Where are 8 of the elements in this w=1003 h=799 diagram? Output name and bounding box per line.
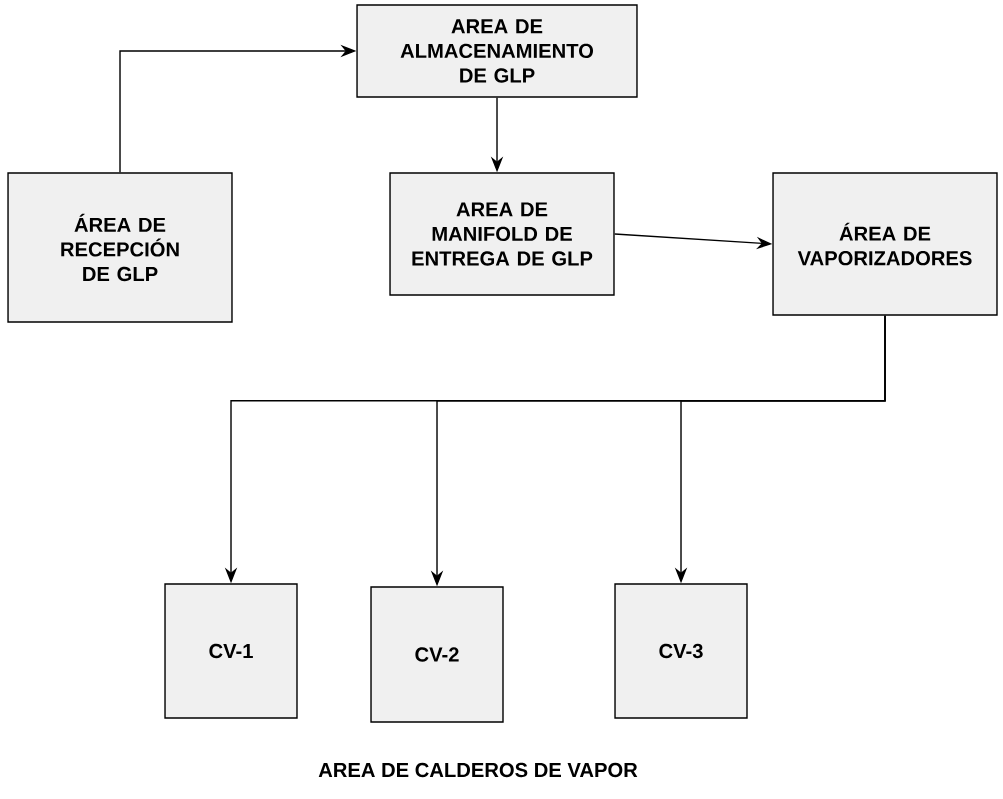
process-box: ÁREA DE VAPORIZADORES	[772, 172, 998, 316]
process-box: AREA DE ALMACENAMIENTO DE GLP	[356, 4, 638, 98]
process-box: CV-2	[370, 586, 504, 723]
group-caption: AREA DE CALDEROS DE VAPOR	[318, 762, 638, 778]
process-box: ÁREA DE RECEPCIÓN DE GLP	[7, 172, 233, 323]
process-box: CV-1	[164, 583, 298, 719]
process-box: AREA DE MANIFOLD DE ENTREGA DE GLP	[389, 172, 615, 296]
process-box: CV-3	[614, 583, 748, 719]
